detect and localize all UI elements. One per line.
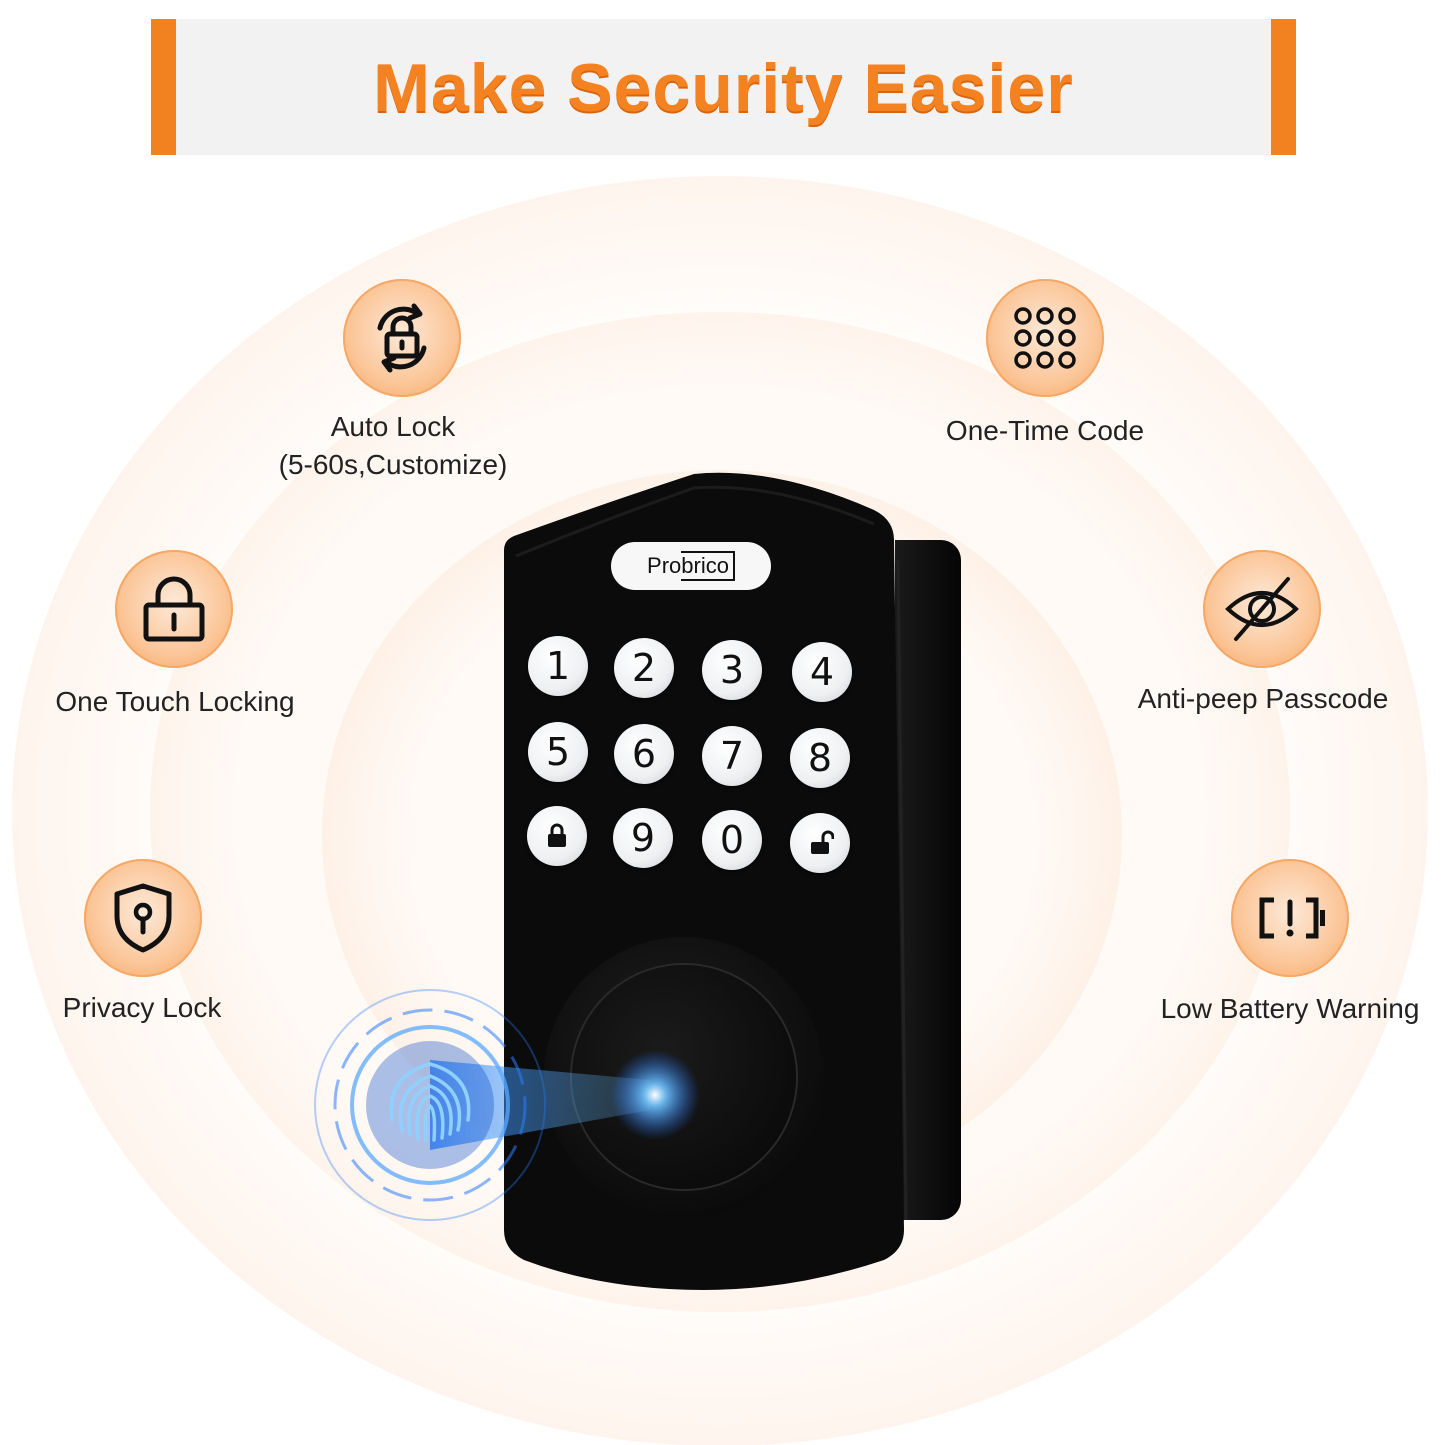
auto-lock-label: Auto Lock (5-60s,Customize) [250,408,536,484]
one-touch-locking-badge [115,550,233,668]
lock-closed-icon [548,823,566,847]
one-touch-locking-label: One Touch Locking [55,686,295,717]
one-time-code-label: One-Time Code [945,415,1145,446]
keypad-key-lock[interactable] [527,806,587,866]
shield-keyhole-icon [114,883,172,953]
auto-lock-label-line1: Auto Lock [330,411,456,442]
brand-logo-part1: Pro [647,553,682,578]
battery-warning-icon [1259,897,1325,939]
brand-logo-part2: brico [681,551,735,581]
anti-peep-label: Anti-peep Passcode [1137,683,1389,714]
keypad-key-2[interactable]: 2 [614,638,674,698]
keypad-key-9[interactable]: 9 [613,808,673,868]
fingerprint-scan-effect [314,989,700,1221]
auto-lock-icon [377,303,427,373]
keypad-key-4[interactable]: 4 [792,642,852,702]
eye-slash-icon [1225,577,1299,641]
keypad-key-7[interactable]: 7 [702,726,762,786]
privacy-lock-label: Privacy Lock [62,992,222,1023]
lock-open-icon [811,830,834,854]
low-battery-badge [1231,859,1349,977]
banner-accent-bar-left [151,19,176,155]
auto-lock-badge [343,279,461,397]
page-title: Make Security Easier [373,50,1074,126]
auto-lock-label-line2: (5-60s,Customize) [278,449,508,480]
keypad-icon [1014,307,1076,369]
privacy-lock-badge [84,859,202,977]
header-banner: Make Security Easier [151,19,1296,155]
banner-accent-bar-right [1271,19,1296,155]
one-time-code-badge [986,279,1104,397]
keypad-key-6[interactable]: 6 [614,724,674,784]
keypad-key-0[interactable]: 0 [702,810,762,870]
anti-peep-badge [1203,550,1321,668]
keypad-key-5[interactable]: 5 [528,722,588,782]
keypad-key-8[interactable]: 8 [790,728,850,788]
low-battery-label: Low Battery Warning [1160,993,1420,1024]
padlock-icon [143,576,205,642]
fingerprint-icon [389,1062,471,1142]
keypad-key-unlock[interactable] [790,813,850,873]
keypad-key-3[interactable]: 3 [702,640,762,700]
keypad-key-1[interactable]: 1 [528,636,588,696]
